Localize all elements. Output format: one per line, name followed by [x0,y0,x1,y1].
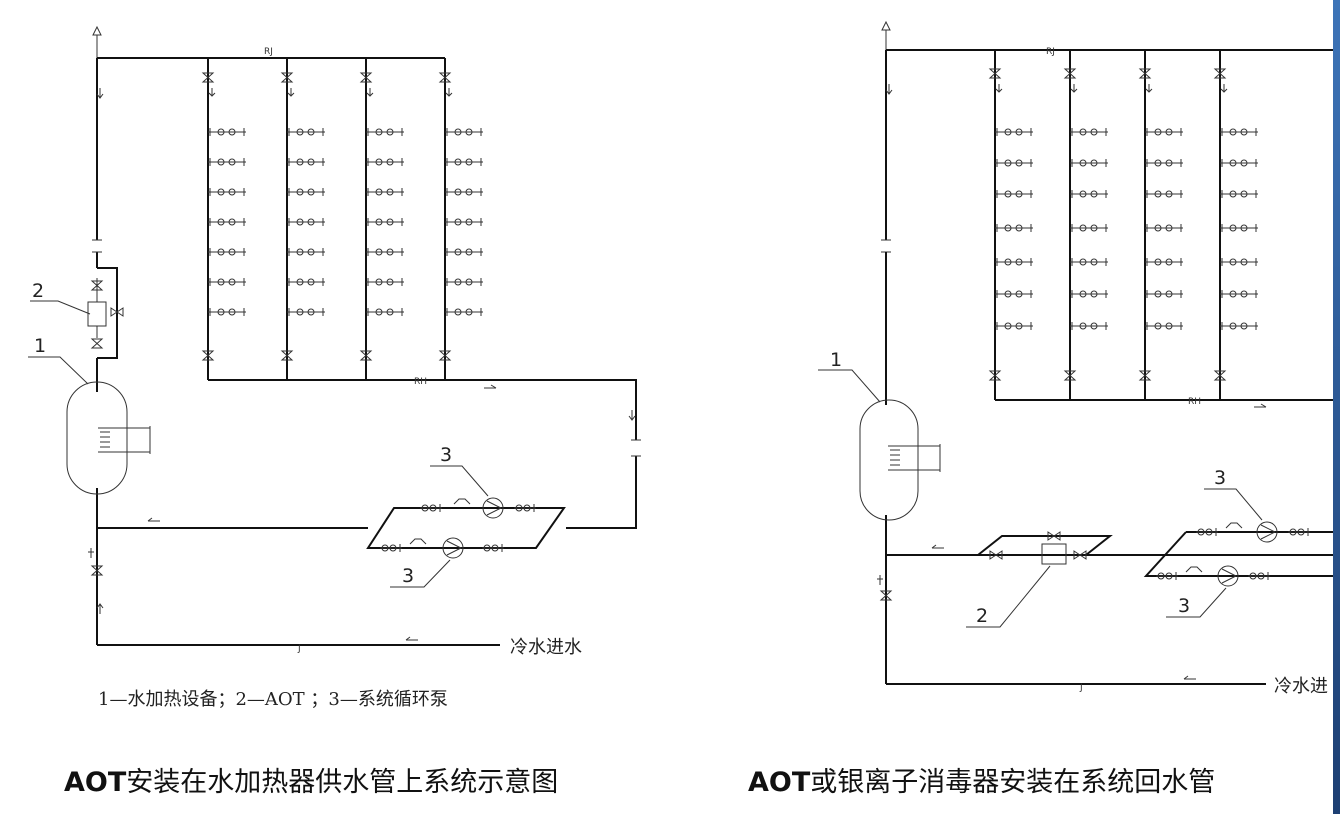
left-callout-2: 2 [32,280,44,302]
right-cold-label: J [1079,683,1083,693]
right-risers [989,50,1259,400]
vent-icon [881,20,891,31]
left-callout-3-top: 3 [440,444,452,466]
left-pump-group [366,497,566,559]
left-legend: 1—水加热设备；2—AOT ；3—系统循环泵 [98,689,448,710]
right-caption-bold: AOT [748,767,811,798]
right-supply-label: RJ [1046,47,1055,57]
right-aot-bypass [977,531,1113,565]
left-callout-3-bottom: 3 [402,565,414,587]
left-return-label: RH [414,377,427,387]
left-callout-1: 1 [34,335,46,357]
left-caption: AOT安装在水加热器供水管上系统示意图 [64,760,558,799]
left-supply-label: RJ [264,47,273,57]
left-aot-bypass [87,267,124,359]
vent-icon [92,25,102,36]
right-callout-3-bottom: 3 [1178,595,1190,617]
slide-edge-accent [1333,0,1340,814]
right-inlet-label: 冷水进 [1274,676,1328,697]
right-diagram: RJ 1 [818,20,1334,697]
right-callout-2: 2 [976,605,988,627]
left-inlet-label: 冷水进水 [510,637,582,658]
left-caption-text: 安装在水加热器供水管上系统示意图 [126,767,559,798]
left-risers [202,58,484,380]
left-heater [66,381,128,495]
right-caption-text: 或银离子消毒器安装在系统回水管 [810,767,1216,798]
right-heater [859,399,919,521]
right-caption: AOT或银离子消毒器安装在系统回水管 [748,760,1334,799]
right-callout-3-top: 3 [1214,467,1226,489]
right-pump-group [1143,521,1334,587]
right-return-label: RH [1188,397,1201,407]
left-diagram: RJ 2 1 [28,25,641,710]
left-cold-label: J [297,644,301,654]
aot-unit [1041,543,1067,565]
right-callout-1: 1 [830,349,842,371]
aot-unit [87,301,107,327]
left-caption-bold: AOT [64,767,127,798]
